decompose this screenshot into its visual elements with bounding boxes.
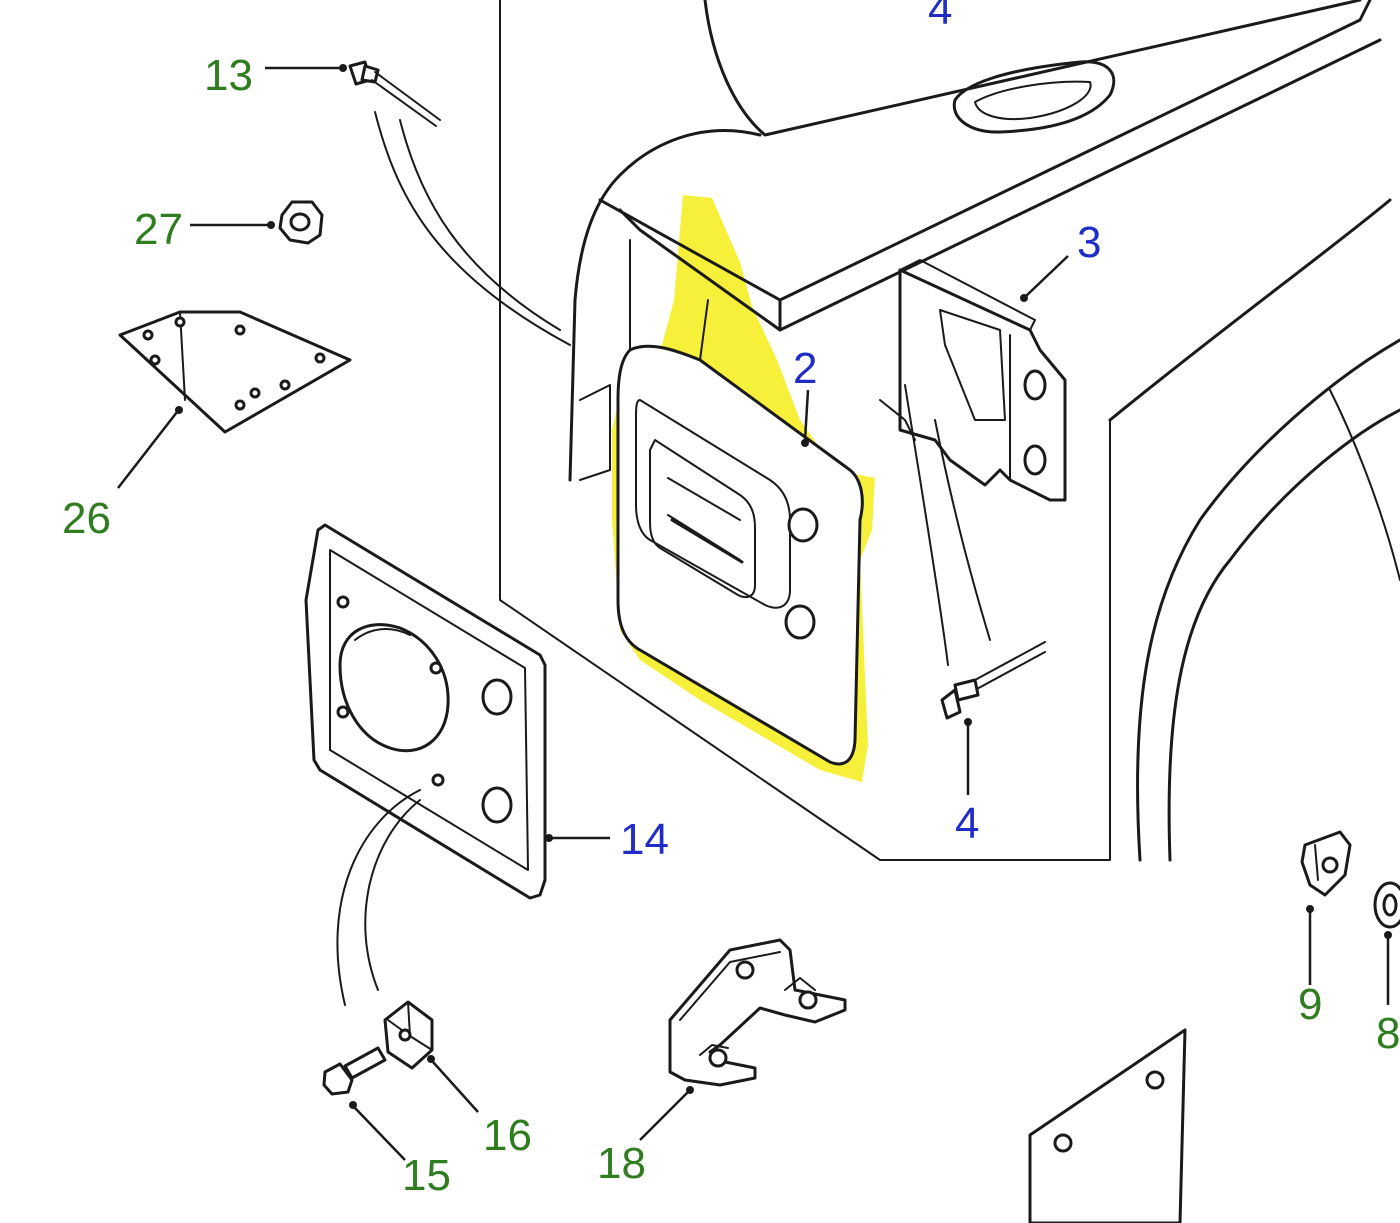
part-2-panel [616,299,864,766]
callout-9: 9 [1298,980,1323,1029]
part-27-nut [278,200,324,245]
lower-plate [1028,1028,1187,1223]
callout-27: 27 [134,205,183,254]
part-18-bracket [668,938,847,1087]
part-4-rivet [904,384,1046,720]
callout-13: 13 [204,51,253,100]
callout-26: 26 [62,494,111,543]
part-15-bolt [322,1046,387,1096]
callout-3: 3 [1077,218,1102,267]
part-14-gasket [304,523,547,1006]
part-26-plate [118,310,352,434]
part-13-rivet [348,60,571,346]
callout-15: 15 [402,1151,451,1200]
callout-4-top: 4 [928,0,953,34]
callout-4-bottom: 4 [955,799,980,848]
callout-14: 14 [620,815,669,864]
frame-line [499,0,1111,861]
part-8-washer [1373,881,1400,929]
part-3-bracket [879,259,1067,502]
part-9-clip [1300,830,1352,897]
callout-2: 2 [793,344,818,393]
callout-8: 8 [1376,1009,1400,1058]
callout-18: 18 [597,1139,646,1188]
leader-lines [117,64,1392,1161]
callout-16: 16 [483,1111,532,1160]
part-16-clip [383,1000,434,1070]
